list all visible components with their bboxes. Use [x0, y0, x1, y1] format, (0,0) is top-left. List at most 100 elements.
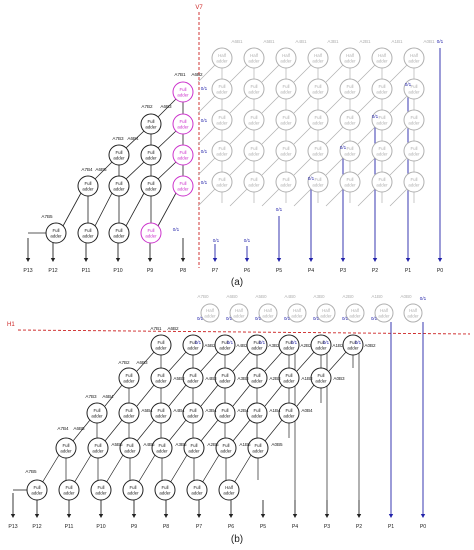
cell-label: Full: [250, 177, 257, 182]
inactive-label: A3B0: [313, 294, 325, 299]
full-adder-cell: [310, 367, 332, 389]
partial-product-label: A7B1: [150, 326, 162, 331]
partial-product-label: A7B2: [141, 104, 153, 109]
inactive-label: A4B1: [295, 39, 307, 44]
cell-label: Half: [282, 53, 291, 58]
arrow-head: [180, 258, 186, 262]
partial-product-label: A6B5: [73, 426, 85, 431]
full-adder-cell: [182, 402, 204, 424]
output-label-p8: P8: [180, 268, 186, 274]
cell-label: adder: [177, 187, 189, 192]
cell-label: Full: [282, 84, 289, 89]
partial-product-label: A7B1: [174, 72, 186, 77]
cell-label: Full: [250, 84, 257, 89]
full-adder-cell: [118, 367, 140, 389]
output-label-p8: P8: [163, 524, 169, 530]
cell-label: Full: [115, 228, 122, 233]
cell-label: adder: [280, 59, 292, 64]
inactive-label: A7B0: [197, 294, 209, 299]
toggle-label: 0/1: [227, 340, 234, 345]
cell-label: adder: [82, 187, 94, 192]
partial-product-label: A4B4: [173, 408, 185, 413]
toggle-label: 0/1: [371, 316, 378, 321]
cell-label: Full: [410, 115, 417, 120]
carry-wire: [94, 161, 113, 180]
full-adder-cell: [118, 402, 140, 424]
full-adder-cell: [182, 334, 204, 356]
cell-label: Full: [346, 115, 353, 120]
inactive-carry-wire: [389, 95, 408, 114]
inactive-carry-wire: [357, 157, 376, 176]
cell-label: adder: [159, 491, 171, 496]
partial-product-label: A4B2: [236, 343, 248, 348]
cell-label: Full: [126, 443, 133, 448]
carry-wire: [201, 454, 220, 484]
cell-label: adder: [127, 491, 139, 496]
toggle-label: 0/1: [244, 238, 251, 243]
cell-label: Full: [190, 443, 197, 448]
cell-label: adder: [283, 379, 295, 384]
inactive-label: A0B1: [423, 39, 435, 44]
full-adder-cell: [310, 334, 332, 356]
carry-wire: [296, 384, 315, 407]
inactive-adder-cell: [307, 78, 329, 100]
inactive-carry-wire: [261, 64, 280, 83]
inactive-carry-wire: [197, 126, 216, 145]
active-adder-cell: [140, 144, 162, 166]
full-adder-cell: [183, 437, 205, 459]
output-label-p11: P11: [82, 268, 91, 274]
output-label-p7: P7: [212, 268, 218, 274]
toggle-label: 0/1: [255, 316, 262, 321]
inactive-carry-wire: [229, 157, 248, 176]
inactive-adder-cell: [211, 109, 233, 131]
cut-line-label: V7: [195, 5, 203, 11]
cell-label: Full: [285, 408, 292, 413]
carry-wire: [72, 419, 91, 442]
partial-product-label: A3B2: [268, 343, 280, 348]
inactive-carry-wire: [293, 188, 312, 207]
cell-label: Full: [317, 340, 324, 345]
cell-label: adder: [220, 449, 232, 454]
cell-label: Full: [250, 146, 257, 151]
cell-label: adder: [248, 121, 260, 126]
output-label-p10: P10: [113, 268, 122, 274]
cell-label: Full: [218, 115, 225, 120]
cell-label: Full: [147, 181, 154, 186]
output-label-p12: P12: [48, 268, 57, 274]
inactive-adder-cell: [243, 78, 265, 100]
cell-label: adder: [187, 346, 199, 351]
cell-label: Full: [179, 181, 186, 186]
carry-wire: [62, 192, 82, 227]
cell-label: adder: [91, 414, 103, 419]
arrow-head: [420, 514, 426, 518]
carry-wire: [41, 454, 60, 484]
partial-product-label: A0B4: [301, 408, 313, 413]
cell-label: Half: [410, 53, 419, 58]
full-adder-cell: [182, 367, 204, 389]
full-adder-cell: [278, 402, 300, 424]
cell-label: adder: [145, 156, 157, 161]
cell-label: Full: [346, 146, 353, 151]
partial-product-label: A7B5: [41, 214, 53, 219]
cut-line-h1: [17, 329, 471, 335]
cell-label: Full: [378, 177, 385, 182]
inactive-adder-cell: [307, 109, 329, 131]
cell-label: Full: [157, 340, 164, 345]
arrow-head: [437, 258, 443, 262]
toggle-label: 0/1: [173, 227, 180, 232]
output-label-p6: P6: [244, 268, 250, 274]
output-label-p12: P12: [32, 524, 41, 530]
cell-label: Half: [235, 308, 244, 313]
toggle-label: 0/1: [259, 340, 266, 345]
toggle-label: 0/1: [355, 340, 362, 345]
cell-label: adder: [344, 90, 356, 95]
cell-label: adder: [407, 314, 419, 319]
arrow-head: [83, 258, 89, 262]
cell-label: Half: [314, 53, 323, 58]
arrow-head: [147, 258, 153, 262]
cell-label: Full: [221, 408, 228, 413]
arrow-head: [115, 258, 121, 262]
inactive-adder-cell: [339, 140, 361, 162]
cell-label: Full: [253, 408, 260, 413]
